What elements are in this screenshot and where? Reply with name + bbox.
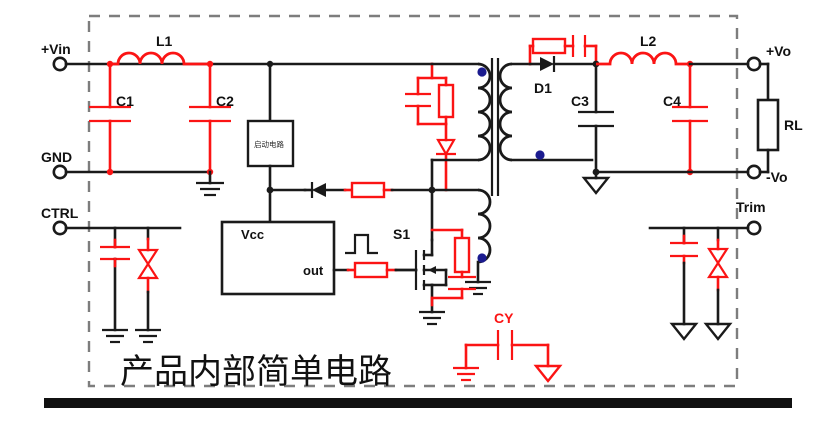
ground-symbol-ctrl-cap: [102, 328, 128, 344]
startup-block-label: 启动电路: [254, 139, 284, 149]
ground-symbol-CY-secondary: [533, 364, 563, 383]
label-C1: C1: [116, 93, 134, 109]
label-S1: S1: [393, 226, 410, 242]
label-CY: CY: [494, 310, 514, 326]
label-vo-plus: +Vo: [766, 43, 791, 59]
ground-symbol-ctrl-tvs: [135, 328, 161, 344]
bottom-bar: [44, 398, 792, 408]
transformer-secondary-winding: [498, 62, 594, 162]
gate-resistor: [332, 261, 418, 279]
current-sense-network: [430, 228, 476, 307]
polarity-dot-secondary: [535, 150, 545, 160]
terminal-ctrl[interactable]: [52, 220, 182, 236]
label-D1: D1: [534, 80, 552, 96]
transformer-primary-winding: [430, 62, 492, 192]
transformer-core: [490, 58, 500, 196]
inductor-L2: [596, 51, 690, 66]
transformer-auxiliary-winding: [430, 188, 492, 284]
ground-symbol-source: [419, 310, 445, 326]
primary-rc-snubber: [268, 62, 455, 142]
diagram-title: 产品内部简单电路: [120, 352, 392, 392]
label-RL: RL: [784, 117, 803, 133]
inductor-L1: [110, 51, 210, 66]
capacitor-C4: [672, 60, 708, 176]
controller-pin-out: out: [303, 263, 324, 278]
label-gnd: GND: [41, 149, 72, 165]
ground-symbol-input: [196, 170, 224, 197]
terminal-trim[interactable]: [648, 220, 762, 236]
label-C2: C2: [216, 93, 234, 109]
label-L1: L1: [156, 33, 173, 49]
isolation-boundary: [87, 14, 739, 388]
startup-circuit-block: [246, 60, 295, 192]
ground-symbol-CY-primary: [453, 366, 479, 382]
ctrl-filter-capacitor: [100, 226, 130, 332]
secondary-ground-trim-tvs: [703, 322, 733, 341]
label-L2: L2: [640, 33, 657, 49]
trim-tvs-diode: [706, 226, 730, 326]
secondary-ground-trim-cap: [669, 322, 699, 341]
diode-D1: [528, 56, 598, 72]
ctrl-tvs-diode: [136, 226, 160, 332]
trim-filter-capacitor: [670, 226, 698, 326]
polarity-dot-primary: [477, 67, 487, 77]
pulse-waveform-icon: [345, 233, 378, 255]
label-vo-minus: -Vo: [766, 169, 788, 185]
resistor-RL: [756, 62, 780, 174]
controller-pin-vcc: Vcc: [241, 227, 264, 242]
label-C4: C4: [663, 93, 681, 109]
vcc-rectifier-diode: [303, 182, 347, 198]
label-trim: Trim: [736, 199, 766, 215]
label-ctrl: CTRL: [41, 205, 79, 221]
polarity-dot-auxiliary: [477, 253, 487, 263]
capacitor-C1: [89, 60, 131, 176]
label-C3: C3: [571, 93, 589, 109]
capacitor-CY: [464, 330, 550, 370]
terminal-vin-plus[interactable]: [52, 56, 272, 72]
secondary-rc-snubber: [528, 35, 598, 66]
label-vin-plus: +Vin: [41, 41, 71, 57]
controller-ic: [220, 220, 336, 296]
vcc-series-resistor: [343, 181, 434, 199]
terminal-gnd[interactable]: [52, 164, 212, 180]
